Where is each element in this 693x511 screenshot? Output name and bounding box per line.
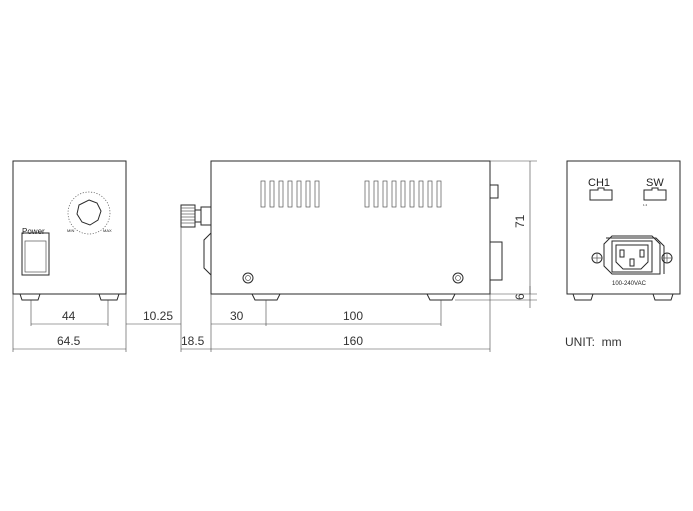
rear-connector-inlet: [489, 241, 503, 281]
vent-slots-right: [364, 180, 442, 208]
unit-note: UNIT: mm: [565, 335, 622, 349]
inlet-screw-left: [591, 252, 603, 264]
front-body: [12, 160, 127, 295]
dial-max-label: MAX: [103, 228, 112, 233]
dim-64-5: 64.5: [57, 334, 81, 348]
rear-foot-right: [652, 293, 674, 301]
dial-knob: [76, 199, 102, 226]
sw-pin-labels: 1 2: [643, 203, 648, 207]
rear-connector-top: [489, 184, 499, 199]
power-switch-frame: [21, 232, 50, 276]
rear-body: [566, 160, 681, 295]
ac-inlet: [603, 235, 665, 275]
front-foot-left: [19, 293, 41, 301]
dim-71: 71: [513, 214, 527, 228]
front-view: Power MIN MAX 44 64.5: [12, 160, 127, 352]
power-label: Power: [22, 227, 45, 236]
rear-view: CH1 SW 1 2 100-240VAC: [566, 160, 681, 301]
sw-label: SW: [646, 177, 664, 189]
vent-slots-left: [260, 180, 320, 208]
knob-side: [180, 204, 212, 228]
front-foot-right: [98, 293, 120, 301]
dim-30: 30: [230, 309, 244, 323]
rear-foot-left: [572, 293, 594, 301]
dim-18-5: 18.5: [181, 334, 205, 348]
dial-min-label: MIN: [67, 228, 74, 233]
inlet-screw-right: [661, 252, 673, 264]
power-switch-rocker: [24, 240, 47, 273]
dim-44: 44: [62, 309, 76, 323]
sw-connector: [643, 187, 667, 201]
voltage-label: 100-240VAC: [612, 281, 647, 287]
side-foot-left: [251, 293, 281, 301]
dim-100: 100: [343, 309, 363, 323]
switch-side: [203, 232, 212, 276]
side-screw-left: [242, 272, 254, 284]
ch1-connector: [589, 187, 613, 201]
side-screw-right: [452, 272, 464, 284]
side-body: [210, 160, 491, 295]
dim-160: 160: [343, 334, 363, 348]
dim-10-25: 10.25: [143, 309, 173, 323]
intensity-dial: MIN MAX: [67, 191, 112, 235]
ch1-label: CH1: [588, 177, 610, 189]
side-foot-right: [426, 293, 456, 301]
side-view: 10.25 18.5 30 100 160 71 6: [126, 160, 537, 352]
dim-6: 6: [513, 293, 527, 300]
